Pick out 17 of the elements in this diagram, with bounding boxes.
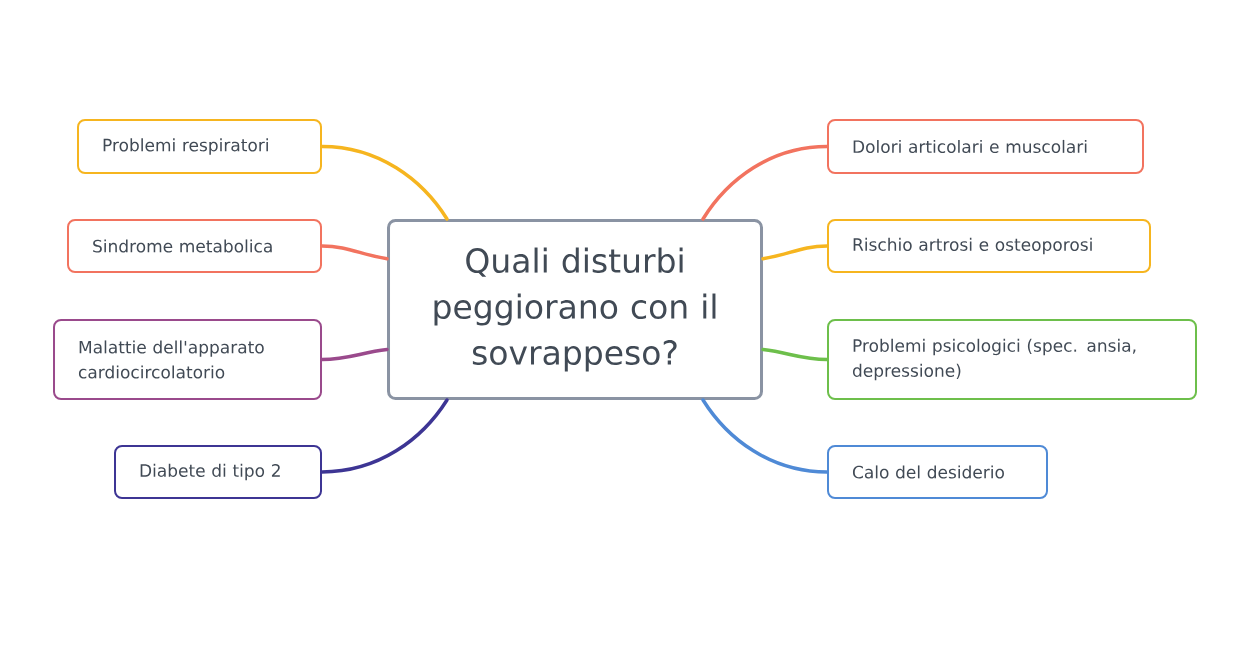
branch-line: [320, 347, 389, 362]
subtopic-box: Diabete di tipo 2: [114, 445, 322, 499]
subtopic-box: Problemi psicologici (spec. ansia, depressione): [827, 319, 1197, 400]
central-topic-box: Quali disturbi peggiorano con il sovrappeso?: [387, 219, 763, 400]
branch-line: [320, 144, 449, 221]
branch-line: [761, 244, 829, 261]
subtopic-box: Problemi respiratori: [77, 119, 322, 174]
branch-line: [701, 398, 829, 474]
subtopic-box: Sindrome metabolica: [67, 219, 322, 273]
branch-line: [761, 347, 829, 362]
branch-line: [320, 398, 449, 474]
subtopic-box: Rischio artrosi e osteoporosi: [827, 219, 1151, 273]
branch-line: [701, 144, 829, 221]
subtopic-box: Calo del desiderio: [827, 445, 1048, 499]
branch-line: [320, 244, 389, 261]
subtopic-box: Dolori articolari e muscolari: [827, 119, 1144, 174]
subtopic-box: Malattie dell'apparato cardiocircolatorio: [53, 319, 322, 400]
